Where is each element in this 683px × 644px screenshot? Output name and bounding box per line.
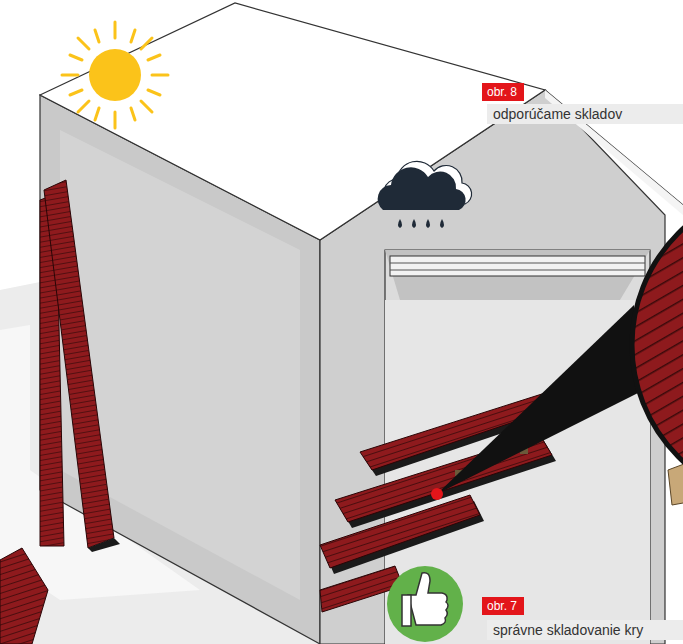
detail-marker [431,488,443,500]
leaning-board [44,180,114,548]
sun-ray [95,30,99,42]
sun-ray [78,38,89,49]
garage-ceiling [385,250,650,300]
sun-ray [114,112,117,128]
sun-ray [95,108,99,120]
thumbs-up-symbol [387,566,463,642]
sun-symbol [62,22,168,128]
raindrop [412,219,416,228]
figure-tag: obr. 8 [482,83,524,101]
approval-circle [387,566,463,642]
roofing-board [320,495,480,568]
figure-tag: obr. 7 [482,597,524,615]
board-shadow [88,538,120,552]
raindrop [426,219,430,228]
sun-ray [141,38,152,49]
sun-ray [114,22,117,38]
roof [40,3,545,240]
figure-caption: správne skladovanie kry [487,620,683,640]
sun-ray [62,74,78,77]
caption-text: obr. 7 [487,599,517,613]
shutter-line [390,270,645,271]
caption-text: obr. 8 [487,85,517,99]
thumb-cuff [402,595,411,626]
sun-ray [131,30,135,42]
spacer-detail [668,458,683,505]
sun-ray [141,101,152,112]
sun-ray [148,90,160,95]
caption-text: odporúčame skladov [493,106,622,122]
sun-ray [70,90,82,95]
magnifier-pointer [437,305,640,494]
shutter-line [390,263,645,264]
rain-cloud-symbol [378,161,472,228]
rolled-shutter [390,256,645,276]
raindrop [440,219,444,228]
detail-magnifier [632,187,683,503]
figure-caption: odporúčame skladov [487,104,683,124]
sun-ray [148,55,160,60]
sun-disc [89,49,141,101]
sun-ray [78,101,89,112]
sun-ray [131,108,135,120]
thumb-hand [408,573,448,625]
cloud [378,167,466,210]
outdoor-boards [0,548,48,644]
caption-text: správne skladovanie kry [493,622,643,638]
sun-ray [70,55,82,60]
sun-ray [152,74,168,77]
raindrop [398,219,402,228]
